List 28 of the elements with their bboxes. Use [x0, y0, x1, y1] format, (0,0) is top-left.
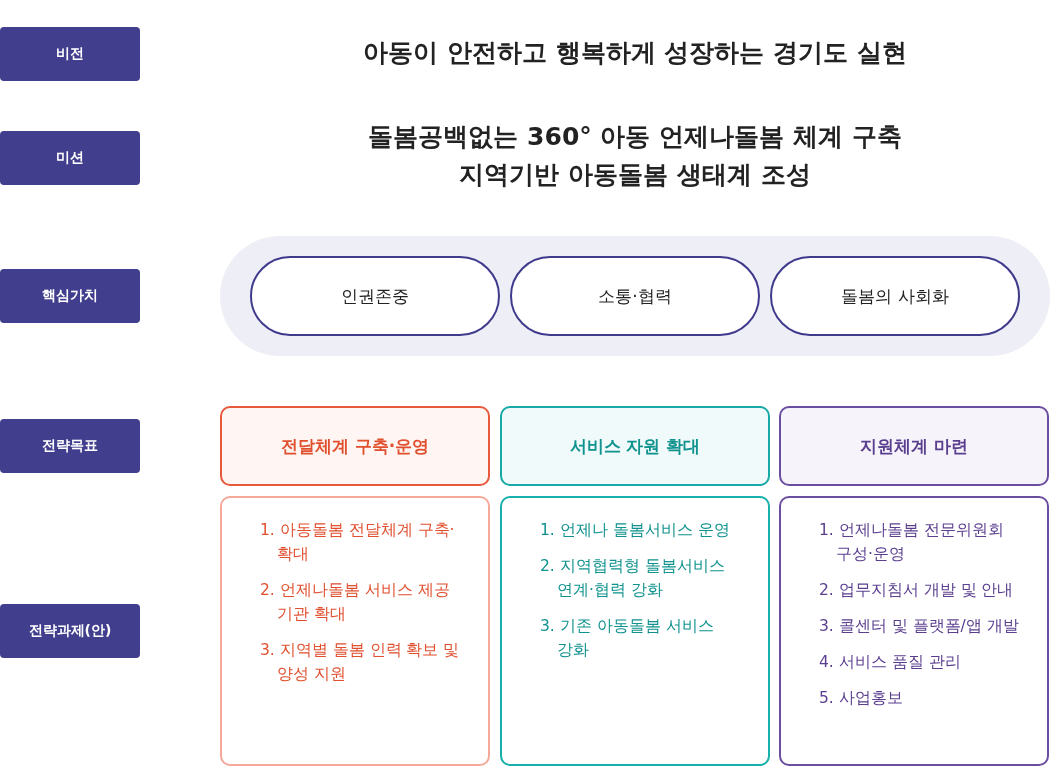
task-item: 5. 사업홍보 — [819, 688, 904, 710]
task-item: 2. 업무지침서 개발 및 안내 — [819, 580, 1015, 602]
task-item: 3. 기존 아동돌봄 서비스 강화 — [540, 616, 715, 662]
value-pill: 인권존중 — [250, 256, 500, 336]
goal-box: 전달체계 구축·운영 — [220, 406, 490, 486]
goal-box: 서비스 자원 확대 — [500, 406, 770, 486]
row-label: 전략목표 — [0, 419, 140, 473]
mission-statement: 돌봄공백없는 360° 아동 언제나돌봄 체계 구축 — [367, 121, 903, 153]
row-label: 미션 — [0, 131, 140, 185]
task-item: 2. 언제나돌봄 서비스 제공 기관 확대 — [260, 580, 451, 626]
task-item: 3. 지역별 돌봄 인력 확보 및 양성 지원 — [260, 640, 461, 686]
task-item: 4. 서비스 품질 관리 — [819, 652, 962, 674]
row-label: 핵심가치 — [0, 269, 140, 323]
value-pill: 소통·협력 — [510, 256, 760, 336]
task-item: 1. 언제나 돌봄서비스 운영 — [540, 520, 731, 541]
task-box — [779, 496, 1049, 766]
task-box — [220, 496, 490, 766]
task-item: 3. 콜센터 및 플랫폼/앱 개발 — [819, 616, 1020, 638]
task-item: 2. 지역협력형 돌봄서비스 연계·협력 강화 — [540, 556, 726, 602]
value-pill: 돌봄의 사회화 — [770, 256, 1020, 336]
row-label: 비전 — [0, 27, 140, 81]
task-box — [500, 496, 770, 766]
mission-statement: 지역기반 아동돌봄 생태계 조성 — [458, 159, 812, 191]
task-item: 1. 아동돌봄 전달체계 구축·확대 — [260, 520, 456, 565]
vision-statement: 아동이 안전하고 행복하게 성장하는 경기도 실현 — [362, 37, 908, 69]
goal-box: 지원체계 마련 — [779, 406, 1049, 486]
row-label: 전략과제(안) — [0, 604, 140, 658]
task-item: 1. 언제나돌봄 전문위원회 구성·운영 — [819, 520, 1005, 565]
